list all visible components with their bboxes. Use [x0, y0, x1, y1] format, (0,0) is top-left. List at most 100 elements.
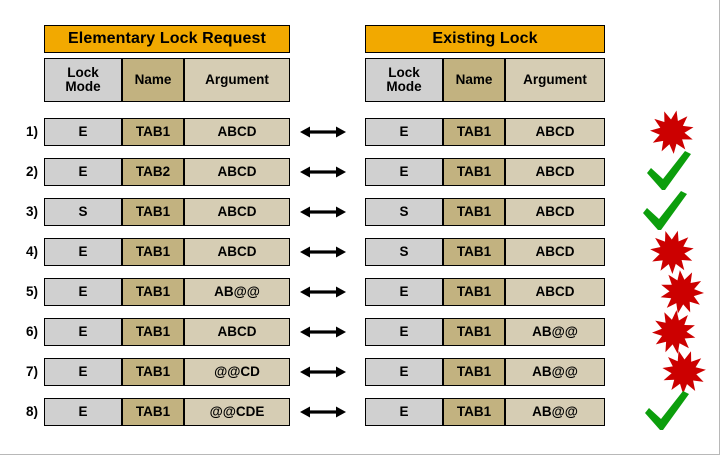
request-argument-cell: AB@@ [184, 278, 290, 306]
existing-name-cell-text: TAB1 [456, 203, 492, 219]
existing-argument-cell-text: AB@@ [532, 323, 578, 339]
existing-argument-cell: AB@@ [505, 398, 605, 426]
existing-name-cell: TAB1 [443, 398, 505, 426]
existing-argument-cell: ABCD [505, 118, 605, 146]
row-index-label: 5) [25, 284, 38, 299]
existing-argument-cell: ABCD [505, 278, 605, 306]
existing-name-cell-text: TAB1 [456, 243, 492, 259]
existing-lock-mode-cell: E [365, 398, 443, 426]
request-name-cell: TAB1 [122, 278, 184, 306]
left-header-argument: Argument [184, 58, 290, 102]
left-header-name: Name [122, 58, 184, 102]
left-header-lock-mode-text: Lock Mode [65, 64, 101, 94]
existing-lock-mode-cell-text: E [399, 363, 409, 379]
existing-lock-mode-cell-text: S [399, 203, 409, 219]
request-lock-mode-cell: E [44, 278, 122, 306]
existing-argument-cell-text: ABCD [535, 123, 575, 139]
existing-lock-mode-cell-text: E [399, 323, 409, 339]
check-icon [643, 389, 697, 435]
existing-lock-mode-cell-text: E [399, 123, 409, 139]
row-index-label: 7) [25, 364, 38, 379]
request-argument-cell-text: ABCD [217, 163, 257, 179]
double-arrow-icon [300, 324, 346, 340]
right-header-argument: Argument [505, 58, 605, 102]
existing-argument-cell: AB@@ [505, 318, 605, 346]
request-argument-cell-text: ABCD [217, 203, 257, 219]
request-lock-mode-cell: S [44, 198, 122, 226]
row-index-label: 8) [25, 404, 38, 419]
request-argument-cell: @@CD [184, 358, 290, 386]
request-name-cell-text: TAB2 [135, 163, 171, 179]
existing-argument-cell-text: ABCD [535, 243, 575, 259]
request-name-cell-text: TAB1 [135, 363, 171, 379]
existing-name-cell: TAB1 [443, 358, 505, 386]
existing-argument-cell-text: ABCD [535, 163, 575, 179]
existing-name-cell: TAB1 [443, 238, 505, 266]
request-argument-cell-text: ABCD [217, 323, 257, 339]
existing-name-cell: TAB1 [443, 158, 505, 186]
request-name-cell-text: TAB1 [135, 283, 171, 299]
existing-name-cell-text: TAB1 [456, 123, 492, 139]
burst-icon [655, 269, 709, 315]
existing-lock-mode-cell: E [365, 358, 443, 386]
existing-name-cell: TAB1 [443, 118, 505, 146]
existing-argument-cell-text: ABCD [535, 203, 575, 219]
double-arrow-icon [300, 244, 346, 260]
request-lock-mode-cell: E [44, 358, 122, 386]
existing-argument-cell: ABCD [505, 158, 605, 186]
double-arrow-icon [300, 124, 346, 140]
right-header-name: Name [443, 58, 505, 102]
request-name-cell: TAB1 [122, 118, 184, 146]
existing-name-cell: TAB1 [443, 278, 505, 306]
request-argument-cell-text: @@CD [214, 363, 260, 379]
row-index-label: 4) [25, 244, 38, 259]
burst-icon [647, 309, 701, 355]
existing-lock-mode-cell: E [365, 318, 443, 346]
request-argument-cell: @@CDE [184, 398, 290, 426]
existing-name-cell-text: TAB1 [456, 283, 492, 299]
request-name-cell-text: TAB1 [135, 203, 171, 219]
right-table-title: Existing Lock [365, 25, 605, 53]
existing-lock-mode-cell: S [365, 238, 443, 266]
double-arrow-icon [300, 364, 346, 380]
right-table-title-text: Existing Lock [432, 30, 538, 47]
existing-lock-mode-cell-text: E [399, 163, 409, 179]
existing-argument-cell: AB@@ [505, 358, 605, 386]
existing-lock-mode-cell-text: E [399, 283, 409, 299]
request-name-cell: TAB1 [122, 198, 184, 226]
request-lock-mode-cell-text: E [78, 283, 88, 299]
request-lock-mode-cell-text: S [78, 203, 88, 219]
existing-lock-mode-cell-text: E [399, 403, 409, 419]
row-index-label: 3) [25, 204, 38, 219]
request-name-cell: TAB1 [122, 398, 184, 426]
double-arrow-icon [300, 164, 346, 180]
request-name-cell-text: TAB1 [135, 323, 171, 339]
request-argument-cell: ABCD [184, 158, 290, 186]
right-header-lock-mode-text: Lock Mode [386, 64, 422, 94]
check-icon [645, 149, 699, 195]
right-header-argument-text: Argument [523, 71, 587, 87]
request-argument-cell: ABCD [184, 238, 290, 266]
right-header-name-text: Name [455, 71, 493, 87]
request-lock-mode-cell-text: E [78, 123, 88, 139]
request-name-cell-text: TAB1 [135, 243, 171, 259]
existing-lock-mode-cell: E [365, 278, 443, 306]
existing-lock-mode-cell-text: S [399, 243, 409, 259]
double-arrow-icon [300, 404, 346, 420]
request-name-cell-text: TAB1 [135, 403, 171, 419]
existing-argument-cell: ABCD [505, 238, 605, 266]
burst-icon [645, 229, 699, 275]
request-argument-cell: ABCD [184, 118, 290, 146]
existing-lock-mode-cell: E [365, 158, 443, 186]
request-lock-mode-cell-text: E [78, 243, 88, 259]
double-arrow-icon [300, 284, 346, 300]
existing-argument-cell-text: AB@@ [532, 403, 578, 419]
burst-icon [657, 349, 711, 395]
existing-name-cell-text: TAB1 [456, 363, 492, 379]
request-argument-cell-text: ABCD [217, 243, 257, 259]
request-lock-mode-cell: E [44, 318, 122, 346]
row-index-label: 1) [25, 124, 38, 139]
left-header-name-text: Name [134, 71, 172, 87]
request-lock-mode-cell: E [44, 158, 122, 186]
